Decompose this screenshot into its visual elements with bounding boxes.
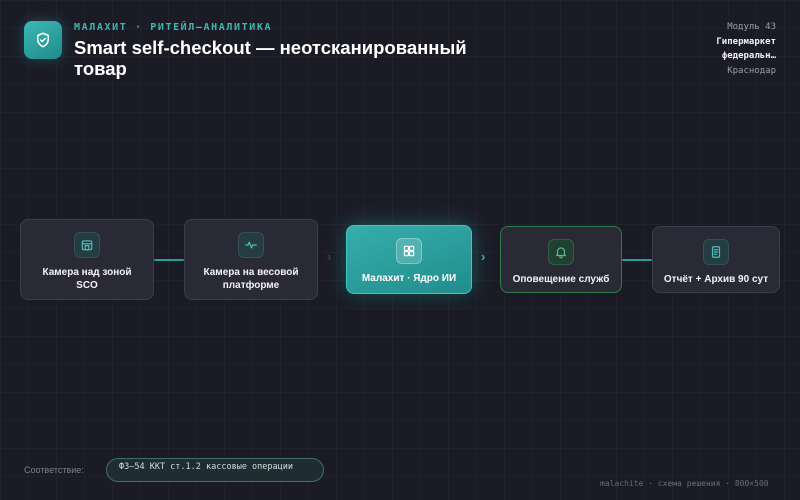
flow-node-label: Камера на весовой платформе bbox=[203, 267, 299, 291]
flow-node-label: Малахит · Ядро ИИ bbox=[361, 273, 457, 284]
flow-node-report[interactable]: Отчёт + Архив 90 сут bbox=[652, 226, 780, 293]
bell-icon bbox=[548, 239, 574, 265]
flow-node-label: Отчёт + Архив 90 сут bbox=[663, 274, 769, 285]
grid-icon bbox=[396, 238, 422, 264]
flow-node-ai-core[interactable]: Малахит · Ядро ИИ bbox=[346, 225, 472, 294]
app-logo bbox=[24, 21, 62, 59]
footer-caption: malachite · схема решения · 800×500 bbox=[600, 479, 769, 488]
compliance-label: Соответствие: bbox=[24, 465, 84, 475]
document-icon bbox=[703, 239, 729, 265]
store-type-line1: Гипермаркет bbox=[716, 36, 776, 47]
brand-eyebrow: МАЛАХИТ · РИТЕЙЛ–АНАЛИТИКА bbox=[74, 22, 273, 33]
store-city: Краснодар bbox=[727, 65, 776, 76]
shield-check-icon bbox=[37, 32, 49, 48]
flow-node-label: Оповещение служб bbox=[512, 274, 610, 285]
flow-node-camera-scale[interactable]: Камера на весовой платформе bbox=[184, 219, 318, 300]
flow-node-label: Камера над зоной SCO bbox=[42, 267, 132, 291]
store-icon bbox=[74, 232, 100, 258]
chevron-right-icon: › bbox=[481, 249, 486, 264]
compliance-badge: ФЗ–54 ККТ ст.1.2 кассовые операции bbox=[106, 458, 324, 482]
flow-node-notify[interactable]: Оповещение служб bbox=[500, 226, 622, 293]
store-type-line2: федеральн… bbox=[721, 51, 776, 61]
module-meta: Модуль 43 Гипермаркет федеральн… Краснод… bbox=[716, 20, 776, 78]
link-notify-to-report bbox=[622, 259, 652, 261]
module-number: Модуль 43 bbox=[727, 22, 776, 32]
chevron-right-icon: › bbox=[327, 249, 332, 264]
link-cam-sco-to-cam-scale bbox=[154, 259, 184, 261]
flow-node-camera-sco[interactable]: Камера над зоной SCO bbox=[20, 219, 154, 300]
pulse-icon bbox=[238, 232, 264, 258]
page-title: Smart self-checkout — неотсканированный … bbox=[74, 37, 467, 79]
